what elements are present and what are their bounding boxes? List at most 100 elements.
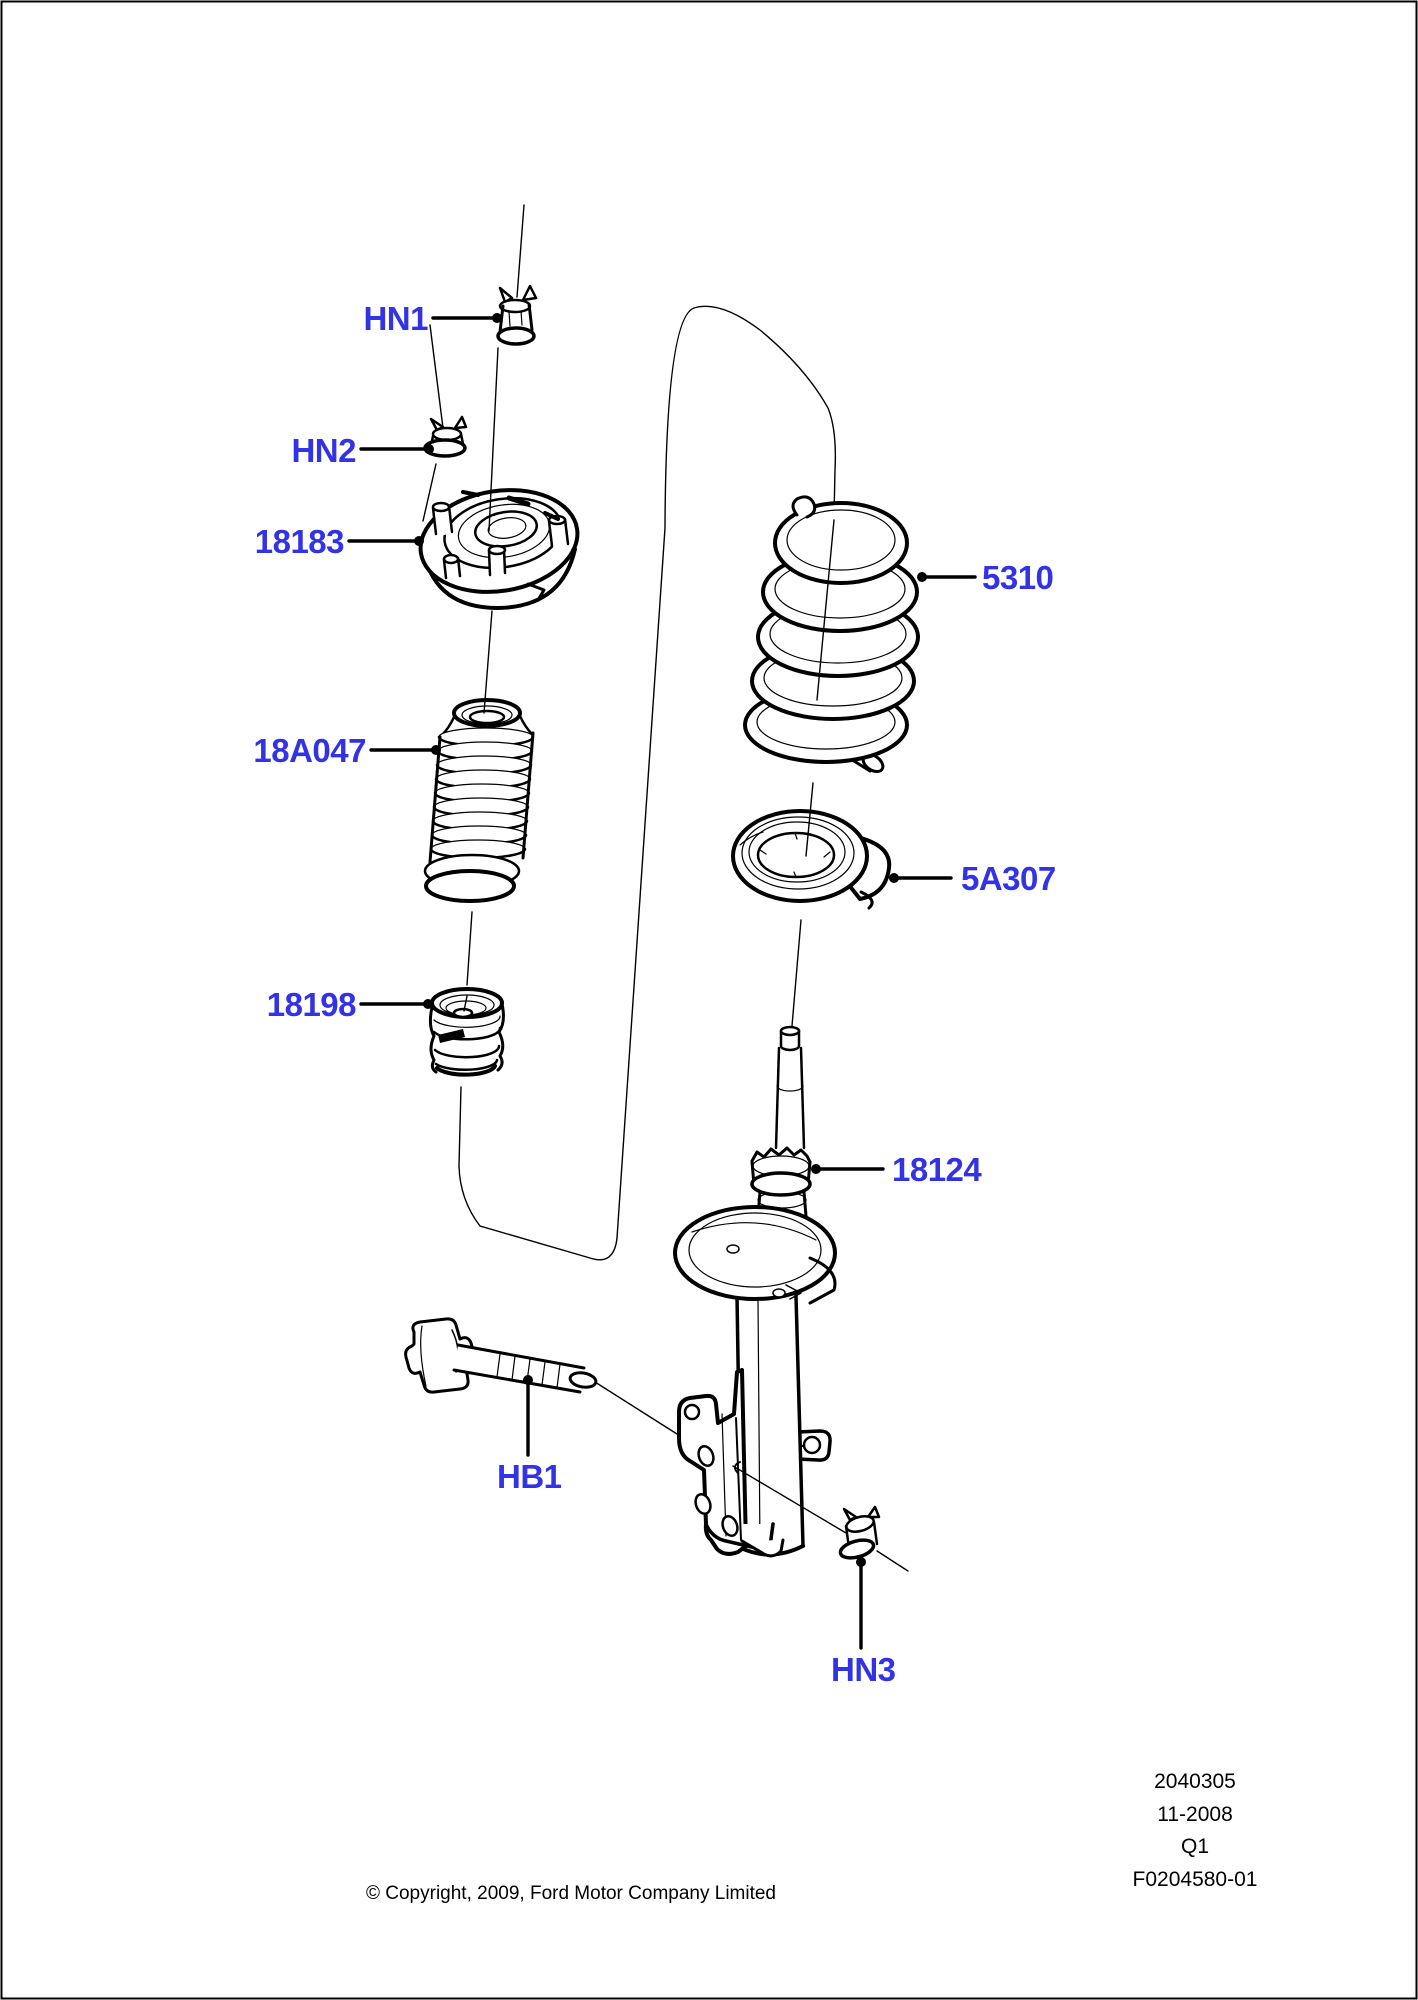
figure-code: F0204580-01 [1133, 1868, 1258, 1891]
nut-alignment-line-lower [876, 1550, 909, 1572]
strut-perch-inner [688, 1212, 822, 1288]
bolt-head-face-line [420, 1325, 427, 1387]
seat-lug-tab [859, 890, 874, 910]
callout-5310-dot [917, 572, 927, 582]
boot-collar-hole [468, 709, 506, 725]
mount-stud-right-fill [549, 519, 568, 547]
part-bump-stop-18198 [428, 987, 505, 1077]
mount-rim-dash-3 [543, 511, 560, 521]
mount-tab [526, 582, 546, 602]
callout-5310-label[interactable]: 5310 [982, 559, 1054, 596]
callout-hn3[interactable]: HN3 [831, 1557, 896, 1688]
callout-18183-label[interactable]: 18183 [255, 523, 345, 560]
callout-18124[interactable]: 18124 [811, 1151, 983, 1188]
callout-5a307-label[interactable]: 5A307 [961, 860, 1056, 897]
hn3-nut-prong-right [866, 1505, 881, 1519]
callout-hb1-dot [523, 1375, 533, 1385]
strut-perch-outer [673, 1205, 837, 1301]
hn1-nut-prong-right [521, 284, 538, 302]
bolt-threads [496, 1353, 561, 1389]
spring-coil-1 [773, 501, 909, 585]
axis-line-above-hn2 [429, 324, 444, 429]
boot-bottom-rim [424, 869, 516, 903]
callout-18124-label[interactable]: 18124 [892, 1151, 983, 1188]
quarter: Q1 [1181, 1835, 1209, 1858]
strut-tube-highlight [757, 1299, 761, 1551]
hn2-nut-top [431, 426, 463, 442]
boot-side-outlines [428, 731, 535, 864]
spring-coil-1-inner [786, 509, 896, 571]
bumpstop-shadow-wedge [438, 1029, 465, 1043]
bolt-alignment-line [594, 1381, 689, 1442]
callout-18124-dot [811, 1164, 821, 1174]
strut-rod-fill [776, 1048, 804, 1148]
callout-hb1-label[interactable]: HB1 [497, 1458, 562, 1495]
bumpstop-rib-3 [434, 1058, 499, 1072]
part-bracket-nut-hn3 [838, 1505, 881, 1560]
bumpstop-side-left [428, 1005, 438, 1074]
callout-hn1-dot [492, 313, 502, 323]
nut-alignment-line-upper [732, 1465, 847, 1534]
callout-18183[interactable]: 18183 [255, 523, 424, 560]
strut-bracket-hole-2 [694, 1493, 712, 1515]
callout-hn2-label[interactable]: HN2 [291, 432, 356, 469]
strut-tube-fill [737, 1296, 803, 1555]
mount-rim-dash-2 [461, 490, 480, 497]
copyright-notice: © Copyright, 2009, Ford Motor Company Li… [366, 1883, 776, 1904]
callout-5a307[interactable]: 5A307 [889, 860, 1056, 897]
callout-hn2-dot [424, 444, 434, 454]
callout-5310[interactable]: 5310 [917, 559, 1054, 596]
callout-hn1-label[interactable]: HN1 [363, 300, 428, 337]
strut-collar-crown [750, 1146, 812, 1164]
callout-hn3-label[interactable]: HN3 [831, 1651, 896, 1688]
callout-5a307-dot [889, 873, 899, 883]
axis-line-above-hn1 [516, 204, 525, 298]
axis-line-spring-to-seat [805, 782, 814, 857]
figure-info-block: 2040305 11-2008 Q1 F0204580-01 [1133, 1770, 1258, 1891]
axis-line-hn2-to-mount [422, 463, 437, 522]
strut-perch-hole-1 [726, 1244, 740, 1254]
callout-hn2[interactable]: HN2 [291, 432, 434, 469]
mount-stud-center-fill [489, 549, 506, 576]
strut-bracket-foot-2 [740, 1538, 785, 1558]
part-strut-mount-18183 [418, 488, 580, 610]
bumpstop-rib-thin [433, 1015, 501, 1028]
part-strut-18124 [673, 1025, 837, 1558]
part-coil-spring-5310 [743, 495, 920, 774]
callout-18a047-label[interactable]: 18A047 [253, 732, 366, 769]
bolt-tip [568, 1371, 598, 1389]
callout-hn3-dot [856, 1557, 866, 1567]
seat-notches [759, 832, 831, 878]
strut-rod-tip-sides [779, 1029, 801, 1052]
bumpstop-rib-2 [433, 1044, 501, 1059]
callout-18198-label[interactable]: 18198 [267, 986, 357, 1023]
assembly-flow-line [458, 305, 837, 1261]
bumpstop-bottom-rim [435, 1064, 497, 1077]
strut-rod-step [776, 1085, 804, 1092]
strut-perch-fold [691, 1222, 817, 1241]
bumpstop-center-hole [452, 1007, 474, 1019]
callout-18a047[interactable]: 18A047 [253, 732, 441, 769]
seat-inner-ring-1 [741, 816, 855, 890]
seat-inner-ring-2 [748, 821, 846, 883]
mount-stud-right-sides [547, 517, 570, 548]
spring-top-hook [791, 495, 817, 519]
bumpstop-side-right [496, 1002, 505, 1072]
mount-stud-left-fill [433, 506, 452, 536]
hn2-nut-prong-right [453, 415, 468, 430]
strut-bracket-hole-3 [721, 1515, 739, 1537]
part-mount-stud-nut-hn2 [423, 415, 468, 458]
axis-line-hn1-to-mount [488, 347, 499, 532]
mount-stud-center-top [487, 544, 507, 556]
strut-bracket-fold-2 [735, 1417, 742, 1541]
mount-stud-lower-top [442, 553, 460, 565]
axis-line-inside-spring [816, 519, 835, 701]
axis-line-into-bumpstop [463, 995, 468, 1012]
axis-line-boot-to-bumpstop [466, 911, 473, 986]
callout-18198[interactable]: 18198 [267, 986, 433, 1023]
part-spring-seat-5a307 [731, 809, 892, 910]
callout-hn1[interactable]: HN1 [363, 300, 502, 337]
callout-hb1[interactable]: HB1 [497, 1375, 562, 1495]
